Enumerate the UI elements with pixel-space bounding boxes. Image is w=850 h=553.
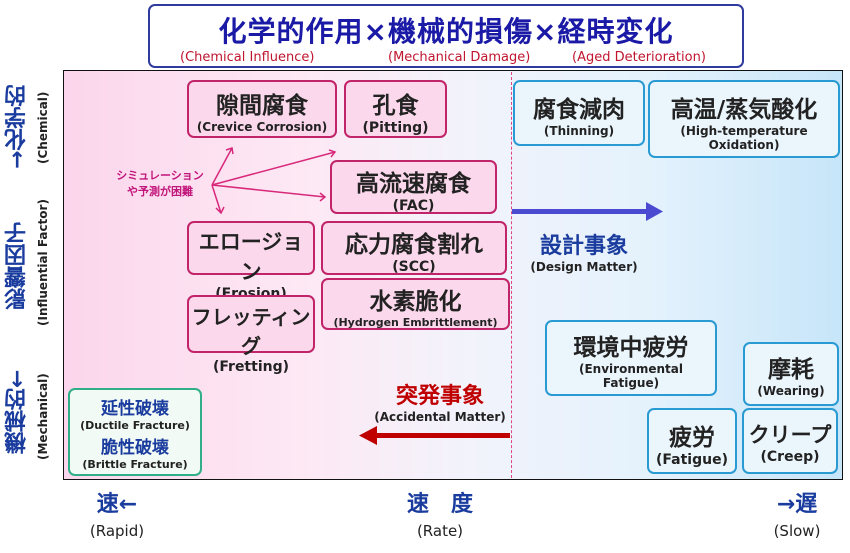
pitting-jp: 孔食 <box>372 93 419 119</box>
creep-box: クリープ (Creep) <box>742 408 838 474</box>
crevice-corrosion-jp: 隙間腐食 <box>216 93 308 119</box>
thinning-en: (Thinning) <box>543 124 615 138</box>
accidental-matter-jp: 突発事象 <box>395 384 484 409</box>
x-axis-rapid-jp: 速← <box>96 492 138 517</box>
erosion-box: エロージョン (Erosion) <box>187 221 315 302</box>
design-matter-jp: 設計事象 <box>539 234 628 259</box>
accidental-matter-label: 突発事象 (Accidental Matter) <box>370 378 510 424</box>
fatigue-jp: 疲労 <box>669 425 715 451</box>
subtitle-aged: (Aged Deterioration) <box>572 50 706 65</box>
x-axis-rapid: 速← (Rapid) <box>72 486 162 540</box>
fretting-jp: フレッティング <box>191 305 311 358</box>
x-axis-rate: 速 度 (Rate) <box>385 486 495 540</box>
scc-box: 応力腐食割れ (SCC) <box>321 221 507 275</box>
scc-jp: 応力腐食割れ <box>345 232 483 258</box>
hydrogen-embrittlement-en: (Hydrogen Embrittlement) <box>333 316 498 329</box>
fretting-en: (Fretting) <box>212 359 290 375</box>
subtitle-chemical: (Chemical Influence) <box>180 50 315 65</box>
x-axis-slow: →遅 (Slow) <box>752 486 842 540</box>
oxidation-box: 高温/蒸気酸化 (High-temperature Oxidation) <box>648 80 840 158</box>
simulation-arrows <box>211 147 337 215</box>
environmental-fatigue-box: 環境中疲労 (Environmental Fatigue) <box>545 320 717 396</box>
fretting-box: フレッティング (Fretting) <box>187 295 315 375</box>
accidental-matter-en: (Accidental Matter) <box>374 410 506 424</box>
simulation-note: シミュレーション や予測が困難 <box>105 168 215 200</box>
oxidation-jp: 高温/蒸気酸化 <box>670 97 818 123</box>
scc-en: (SCC) <box>392 259 436 275</box>
brittle-fracture-jp: 脆性破壊 <box>101 438 169 458</box>
fatigue-en: (Fatigue) <box>656 452 728 468</box>
hydrogen-embrittlement-box: 水素脆化 (Hydrogen Embrittlement) <box>321 278 510 330</box>
design-arrow <box>512 202 663 221</box>
wearing-en: (Wearing) <box>757 384 825 398</box>
x-axis-rate-jp: 速 度 <box>406 492 473 517</box>
creep-en: (Creep) <box>760 449 820 465</box>
fatigue-box: 疲労 (Fatigue) <box>647 408 737 474</box>
x-axis-rapid-en: (Rapid) <box>89 522 145 540</box>
creep-jp: クリープ <box>748 423 832 447</box>
ductile-fracture-en: (Ductile Fracture) <box>80 419 190 432</box>
fac-box: 高流速腐食 (FAC) <box>330 160 497 214</box>
simulation-note-line1: シミュレーション <box>116 169 204 182</box>
environmental-fatigue-en-line1: (Environmental <box>579 362 683 376</box>
wearing-jp: 摩耗 <box>768 357 814 383</box>
title-box: 化学的作用×機械的損傷×経時変化 (Chemical Influence) (M… <box>148 4 744 68</box>
erosion-jp: エロージョン <box>198 230 304 284</box>
environmental-fatigue-en-line2: Fatigue) <box>602 376 660 390</box>
wearing-box: 摩耗 (Wearing) <box>743 342 839 406</box>
pitting-en: (Pitting) <box>362 120 429 136</box>
brittle-fracture-en: (Brittle Fracture) <box>82 458 188 471</box>
fracture-box: 延性破壊 (Ductile Fracture) 脆性破壊 (Brittle Fr… <box>68 388 202 476</box>
fac-jp: 高流速腐食 <box>356 171 471 197</box>
thinning-box: 腐食減肉 (Thinning) <box>513 80 645 146</box>
crevice-corrosion-en: (Crevice Corrosion) <box>196 120 328 134</box>
oxidation-en-line1: (High-temperature <box>680 124 808 138</box>
x-axis-slow-en: (Slow) <box>773 522 821 540</box>
boundary-dashed-line <box>511 72 512 478</box>
design-matter-label: 設計事象 (Design Matter) <box>524 228 644 274</box>
x-axis-rate-en: (Rate) <box>416 522 464 540</box>
oxidation-en-line2: Oxidation) <box>708 138 780 152</box>
simulation-note-line2: や予測が困難 <box>127 185 193 198</box>
pitting-box: 孔食 (Pitting) <box>344 80 447 138</box>
thinning-jp: 腐食減肉 <box>533 97 625 123</box>
hydrogen-embrittlement-jp: 水素脆化 <box>369 289 462 315</box>
crevice-corrosion-box: 隙間腐食 (Crevice Corrosion) <box>187 80 337 138</box>
environmental-fatigue-jp: 環境中疲労 <box>573 335 689 361</box>
accident-arrow <box>359 426 510 445</box>
fac-en: (FAC) <box>392 198 435 214</box>
ductile-fracture-jp: 延性破壊 <box>101 399 169 419</box>
diagram-title: 化学的作用×機械的損傷×経時変化 <box>218 15 674 48</box>
design-matter-en: (Design Matter) <box>530 260 638 274</box>
subtitle-mechanical: (Mechanical Damage) <box>388 50 531 65</box>
x-axis-slow-jp: →遅 <box>776 492 818 517</box>
